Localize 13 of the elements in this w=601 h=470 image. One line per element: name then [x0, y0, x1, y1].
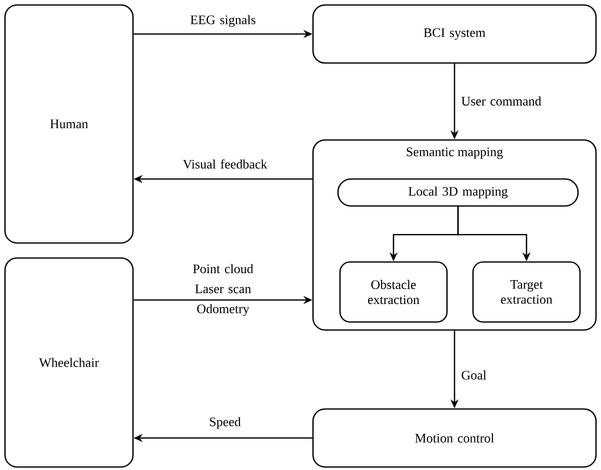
- process-box: Human: [4, 4, 134, 244]
- edge-label: EEG signals: [190, 15, 256, 27]
- process-box: Local 3D mapping: [337, 178, 579, 207]
- edge-label: User command: [461, 96, 542, 106]
- edge-label: Visual feedback: [182, 159, 268, 169]
- process-box: Wheelchair: [4, 257, 134, 468]
- process-box: Obstacle extraction: [339, 261, 448, 323]
- process-box: Motion control: [312, 408, 597, 468]
- edge-label: Point cloud Laser scan Odometry: [193, 264, 254, 316]
- edge-label: Goal: [462, 370, 486, 380]
- process-box: BCI system: [312, 4, 597, 64]
- edge-label: Speed: [210, 417, 241, 429]
- process-box: Target extraction: [472, 261, 581, 323]
